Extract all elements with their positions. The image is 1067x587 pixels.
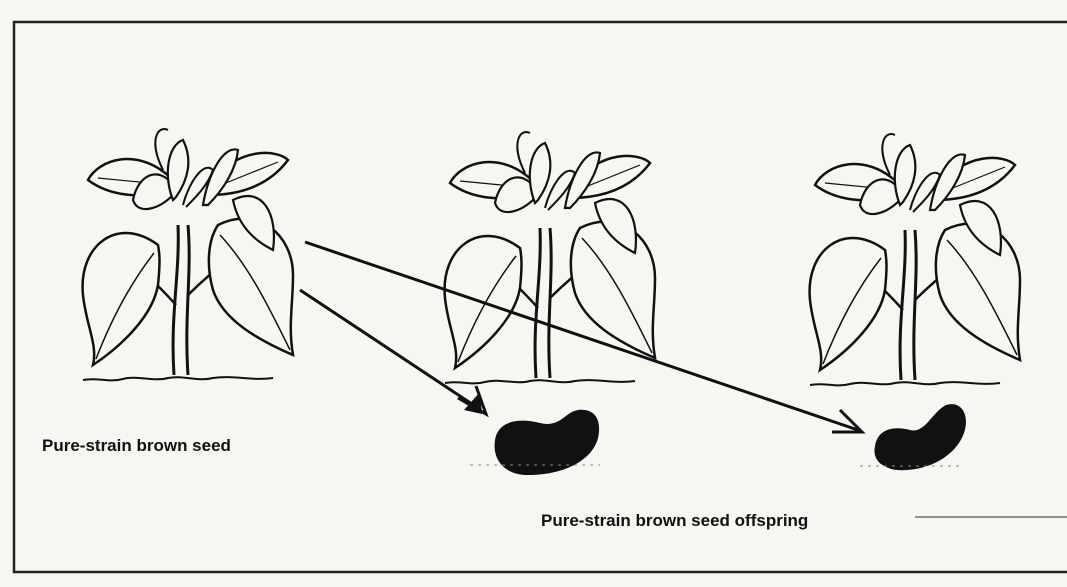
bean-plant-icon xyxy=(445,132,655,383)
bean-plant-icon xyxy=(83,129,293,380)
parent-seed-label: Pure-strain brown seed xyxy=(42,436,231,456)
figure-frame xyxy=(14,22,1067,572)
bean-plant-icon xyxy=(810,134,1020,385)
offspring-seed-label: Pure-strain brown seed offspring xyxy=(541,511,808,531)
seed-icon xyxy=(874,404,966,470)
